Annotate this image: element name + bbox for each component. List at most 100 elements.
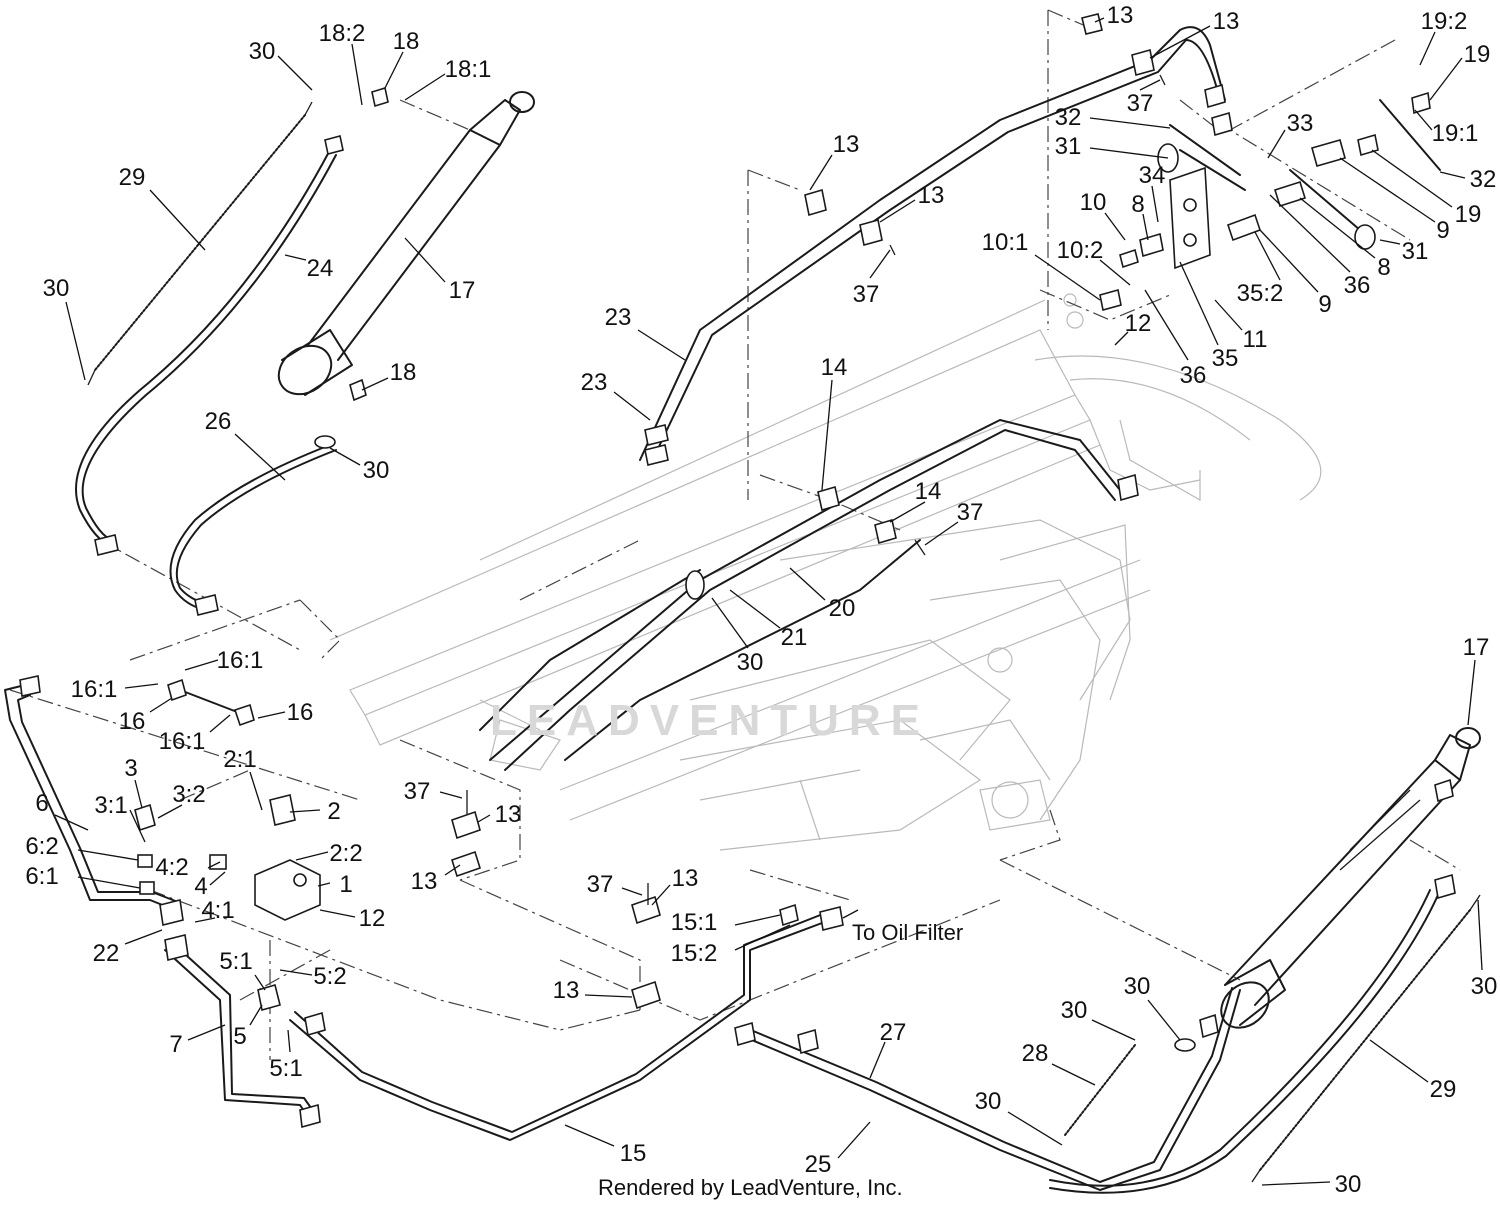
- callout-label: 27: [880, 1019, 907, 1046]
- callout-label: 9: [1318, 291, 1331, 318]
- callout-label: 19: [1455, 201, 1482, 228]
- callout-label: 2:1: [223, 746, 256, 773]
- callout-label: 30: [975, 1088, 1002, 1115]
- callout-label: 5:1: [269, 1055, 302, 1082]
- callout-label: 13: [672, 865, 699, 892]
- callout-label: 16:1: [217, 647, 264, 674]
- callout-label: 12: [359, 905, 386, 932]
- callout-label: 9: [1436, 217, 1449, 244]
- callout-label: 30: [737, 649, 764, 676]
- callout-label: 13: [553, 977, 580, 1004]
- callout-label: 4:1: [201, 897, 234, 924]
- callout-label: 15: [620, 1140, 647, 1167]
- frame-chassis: [329, 293, 1322, 851]
- callout-label: 13: [918, 182, 945, 209]
- callout-label: 37: [1127, 90, 1154, 117]
- callout-label: 11: [1243, 326, 1268, 353]
- callout-label: 5:1: [219, 948, 252, 975]
- callout-label: 23: [581, 369, 608, 396]
- callout-label: 18:1: [445, 56, 492, 83]
- callout-label: 18: [393, 28, 420, 55]
- fittings: [19, 13, 1456, 1129]
- callout-label: 13: [1107, 2, 1134, 29]
- callout-label: 8: [1377, 254, 1390, 281]
- callout-label: 37: [957, 499, 984, 526]
- callout-label: 3:2: [172, 781, 205, 808]
- callout-label: 32: [1470, 166, 1497, 193]
- callout-label: 21: [781, 624, 808, 651]
- callout-label: 19:1: [1432, 120, 1479, 147]
- callout-label: 18: [390, 359, 417, 386]
- callout-label: 30: [1471, 973, 1498, 1000]
- hose-lines: [4, 26, 1439, 1194]
- callout-label: 24: [307, 255, 334, 282]
- callout-label: 33: [1287, 110, 1314, 137]
- callout-label: 37: [587, 871, 614, 898]
- callout-label: 37: [404, 778, 431, 805]
- callout-label: 31: [1055, 133, 1082, 160]
- callout-label: 30: [1061, 997, 1088, 1024]
- callout-label: 13: [1213, 8, 1240, 35]
- callout-label: 37: [853, 281, 880, 308]
- callout-label: 31: [1402, 238, 1429, 265]
- callout-label: 14: [915, 478, 942, 505]
- callout-label: 29: [1430, 1076, 1457, 1103]
- callout-label: 3:1: [94, 792, 127, 819]
- callout-label: 23: [605, 304, 632, 331]
- callout-label: 5: [233, 1023, 246, 1050]
- callout-label: 17: [449, 277, 476, 304]
- callout-label: 2: [327, 798, 340, 825]
- callout-label: 30: [43, 275, 70, 302]
- callout-label: 36: [1344, 272, 1371, 299]
- callout-label: 20: [829, 595, 856, 622]
- callout-label: 30: [1124, 973, 1151, 1000]
- callout-label: 12: [1125, 310, 1152, 337]
- callout-label: 19: [1464, 41, 1491, 68]
- callout-label: 2:2: [329, 840, 362, 867]
- callout-label: 10:2: [1057, 237, 1104, 264]
- leader-lines: [54, 17, 1483, 1186]
- to-oil-filter-label: To Oil Filter: [852, 920, 963, 945]
- callout-label: 18:2: [319, 20, 366, 47]
- callout-label: 8: [1131, 191, 1144, 218]
- callout-label: 16: [287, 699, 314, 726]
- callout-label: 30: [249, 38, 276, 65]
- callout-label: 32: [1055, 104, 1082, 131]
- callout-label: 30: [1335, 1171, 1362, 1198]
- callout-label: 28: [1022, 1040, 1049, 1067]
- callout-label: 6:1: [25, 863, 58, 890]
- callout-label: 14: [821, 354, 848, 381]
- callout-label: 1: [339, 871, 352, 898]
- callout-label: 13: [833, 131, 860, 158]
- callout-label: 16:1: [159, 728, 206, 755]
- callout-label: 36: [1180, 362, 1207, 389]
- hydraulic-cylinder-upper: [277, 91, 535, 396]
- callout-label: 29: [119, 164, 146, 191]
- callout-label: 26: [205, 408, 232, 435]
- spring-29-lower: [1251, 894, 1481, 1183]
- callout-label: 16:1: [71, 676, 118, 703]
- callout-label: 30: [363, 457, 390, 484]
- callout-label: 13: [411, 868, 438, 895]
- callout-label: 15:1: [671, 909, 718, 936]
- callout-label: 4: [194, 873, 207, 900]
- callout-label: 19:2: [1421, 8, 1468, 35]
- callout-label: 5:2: [313, 963, 346, 990]
- watermark-text: LEADVENTURE: [490, 696, 930, 745]
- callout-label: 17: [1463, 634, 1490, 661]
- callout-label: 13: [495, 801, 522, 828]
- callout-label: 22: [93, 940, 120, 967]
- callout-label: 16: [119, 708, 146, 735]
- spring-29-upper: [87, 101, 313, 386]
- callout-label: 7: [169, 1031, 182, 1058]
- callout-label: 25: [805, 1151, 832, 1178]
- callout-label: 35: [1212, 345, 1239, 372]
- callout-label: 10: [1080, 189, 1107, 216]
- callout-label: 34: [1139, 162, 1166, 189]
- callout-label: 6: [35, 790, 48, 817]
- callout-label: 4:2: [155, 854, 188, 881]
- callout-label: 6:2: [25, 833, 58, 860]
- spring-28: [1064, 1044, 1136, 1136]
